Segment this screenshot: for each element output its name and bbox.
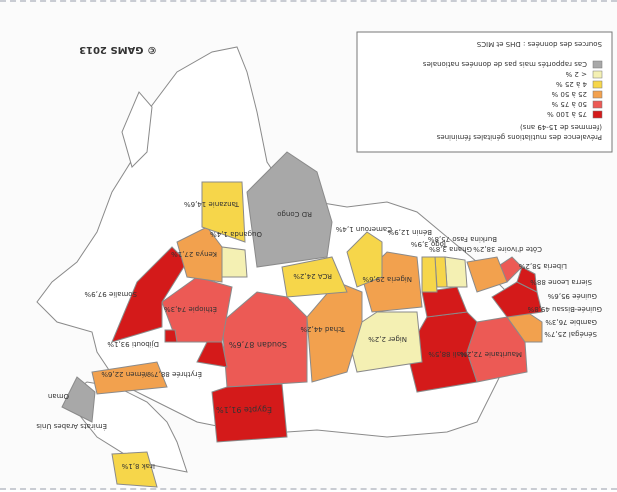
madagascar-outline: [121, 91, 153, 168]
country-guinee: [491, 281, 543, 318]
label-burkina: Burkina Faso 75,8%: [428, 235, 497, 243]
legend-title-line2: (femmes de 15-49 ans): [520, 123, 602, 131]
label-rd-congo: RD Congo: [277, 210, 312, 218]
label-somalie: Somalie 97,9%: [84, 290, 137, 298]
legend-swatch-50-75: [592, 100, 603, 109]
label-emirats: Émirats Arabes Unis: [36, 422, 107, 431]
label-ghana: Ghana 3,8%: [429, 245, 472, 253]
legend: Prévalence des mutilations génitales fém…: [356, 31, 613, 153]
legend-item-50-75: 50 à 75 %: [551, 100, 587, 108]
label-nigeria: Nigeria 29,6%: [362, 275, 412, 283]
legend-swatch-4-25: [592, 80, 603, 89]
label-cameroun: Cameroun 1,4%: [335, 225, 392, 233]
label-guinee-bissau: Guinée-Bissau 49,8%: [527, 305, 602, 313]
country-djibouti: [164, 329, 178, 343]
label-ethiopie: Éthiopie 74,3%: [164, 305, 217, 314]
label-ouganda: Ouganda 1,4%: [210, 230, 262, 238]
legend-swatch-lt-2: [592, 70, 603, 79]
label-niger: Niger 2,2%: [368, 335, 407, 343]
legend-swatch-no-data: [592, 60, 603, 69]
legend-item-no-data: Cas rapportés mais pas de données nation…: [423, 60, 587, 68]
label-rca: RCA 24,2%: [293, 272, 332, 280]
country-oman: [61, 376, 96, 423]
country-tanzanie: [201, 181, 246, 243]
country-cameroun: [346, 231, 383, 288]
legend-item-lt-2: < 2 %: [565, 70, 587, 78]
label-tchad: Tchad 44,2%: [300, 325, 346, 333]
label-guinee: Guinée 95,6%: [547, 292, 597, 300]
label-egypte: Égypte 91,1%: [216, 405, 272, 416]
legend-box: [356, 31, 613, 153]
label-djibouti: Djibouti 93,1%: [107, 340, 159, 348]
label-sierra-leone: Sierra Leone 88%: [530, 278, 592, 286]
legend-item-25-50: 25 à 50 %: [551, 90, 587, 98]
legend-title-line1: Prévalence des mutilations génitales fém…: [436, 133, 602, 141]
label-mauritanie: Mauritanie 72,2%: [460, 350, 522, 358]
label-kenya: Kenya 27,1%: [171, 250, 217, 258]
country-benin: [421, 256, 438, 293]
label-cote-divoire: Côte d'Ivoire 38,2%: [473, 245, 542, 253]
country-egypte: [211, 383, 288, 443]
country-rd-congo: [246, 151, 333, 268]
country-somalie: [111, 246, 188, 343]
label-soudan: Soudan 87,6%: [229, 340, 287, 349]
label-liberia: Liberia 58,2%: [518, 262, 567, 270]
label-gambie: Gambie 76,3%: [545, 318, 597, 326]
legend-swatch-25-50: [592, 90, 603, 99]
country-labels: Égypte 91,1% Soudan 87,6% Érythrée 88,7%…: [36, 200, 602, 470]
country-irak: [111, 451, 158, 488]
label-tanzanie: Tanzanie 14,6%: [184, 200, 240, 208]
legend-item-75-100: 75 à 100 %: [547, 110, 587, 118]
legend-swatch-75-100: [592, 110, 603, 119]
label-mali: Mali 88,5%: [428, 350, 467, 358]
label-erythree: Érythrée 88,7%: [147, 370, 202, 379]
country-ouganda: [221, 246, 248, 278]
country-yemen: [91, 361, 168, 395]
label-irak: Irak 8,1%: [121, 462, 155, 470]
legend-source: Sources des données : DHS et MICS: [476, 40, 602, 48]
label-benin: Bénin 12,9%: [387, 228, 432, 236]
label-yemen: Yémen 22,6%: [101, 370, 150, 378]
label-oman: Oman: [48, 392, 69, 400]
legend-item-4-25: 4 à 25 %: [556, 80, 587, 88]
label-senegal: Sénégal 25,7%: [544, 330, 597, 338]
copyright-text: © GAMS 2013: [79, 44, 157, 55]
country-ethiopie: [161, 276, 233, 343]
country-rca: [281, 256, 348, 298]
country-ghana: [444, 256, 468, 288]
label-togo: Togo 3,9%: [411, 240, 448, 248]
arabia-outline: [71, 381, 188, 473]
country-cote-divoire: [466, 256, 508, 293]
